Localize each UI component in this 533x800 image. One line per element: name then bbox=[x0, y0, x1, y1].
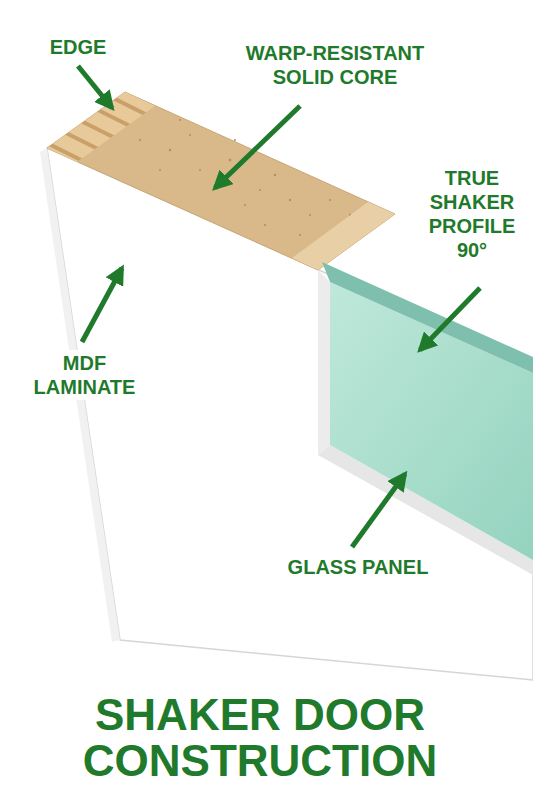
title: SHAKER DOOR CONSTRUCTION bbox=[60, 692, 460, 784]
core-top bbox=[47, 92, 395, 270]
laminate-label: MDF LAMINATE bbox=[22, 350, 147, 400]
core-label: WARP-RESISTANT SOLID CORE bbox=[230, 40, 440, 90]
profile-label: TRUE SHAKER PROFILE 90° bbox=[420, 165, 524, 263]
leader-arrows bbox=[78, 66, 480, 547]
glass-label: GLASS PANEL bbox=[268, 554, 448, 580]
recess-wall bbox=[318, 270, 330, 455]
edge-stripes bbox=[25, 72, 180, 172]
core-texture bbox=[139, 119, 351, 236]
glass-edge bbox=[322, 262, 533, 373]
edge-label: EDGE bbox=[38, 34, 118, 60]
end-band bbox=[292, 202, 395, 270]
